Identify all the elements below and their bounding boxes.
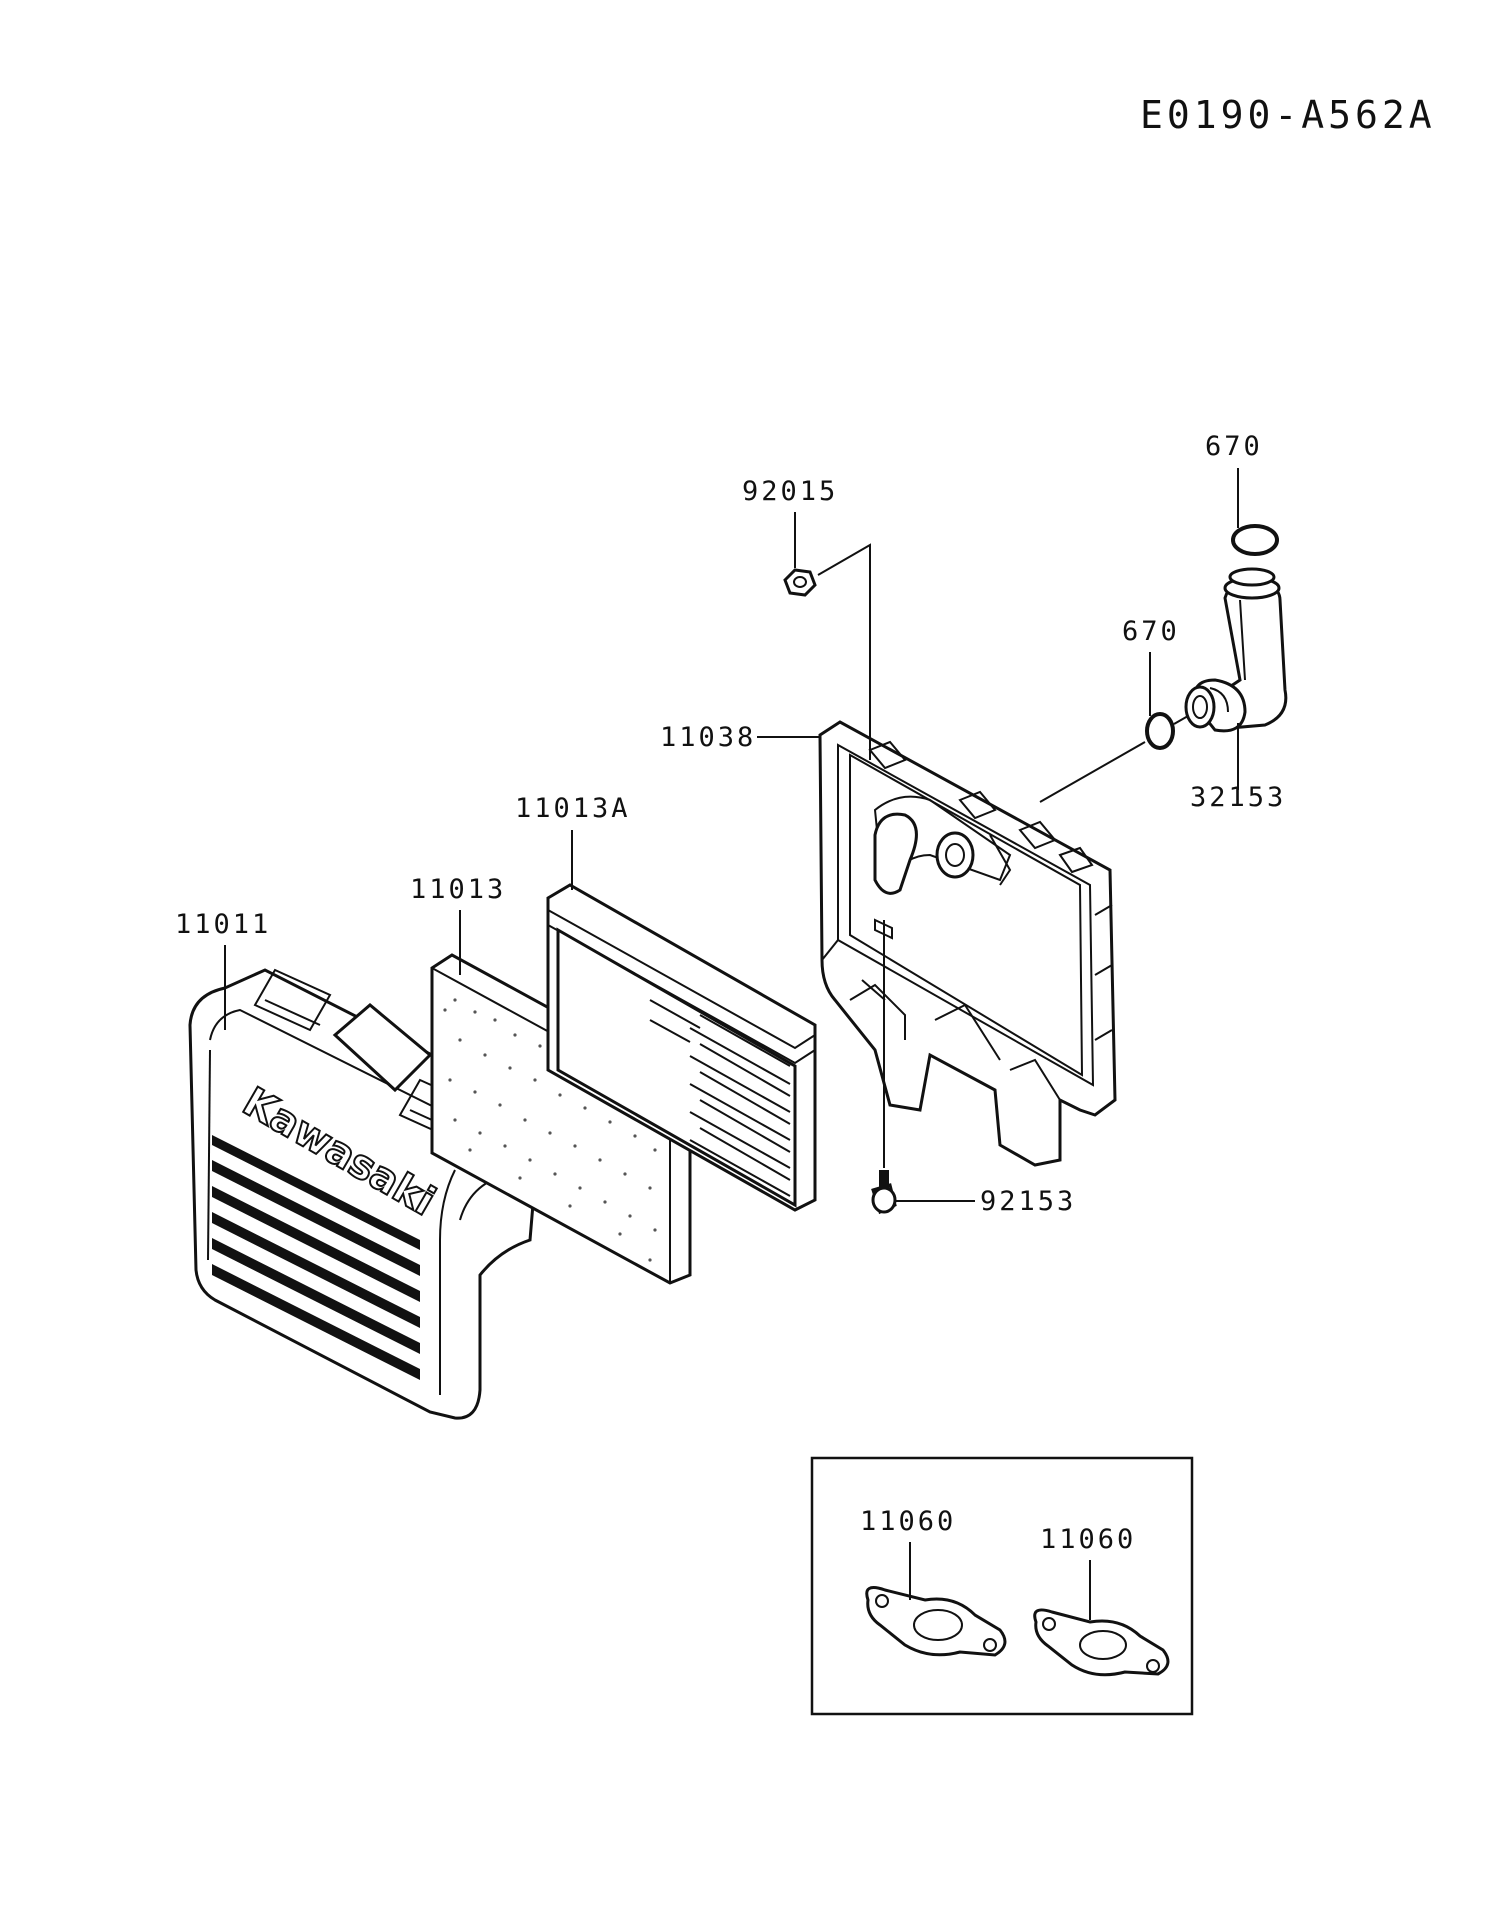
paper-filter-element: [546, 883, 817, 1212]
callout-92153: 92153: [980, 1186, 1076, 1217]
callout-92015: 92015: [742, 476, 838, 507]
callout-11060-right: 11060: [1040, 1524, 1136, 1555]
callout-670-top: 670: [1205, 431, 1263, 462]
leader-oring-to-base: [1039, 741, 1146, 803]
cover-grille: [212, 1135, 420, 1380]
callout-32153: 32153: [1190, 782, 1286, 813]
callout-11013: 11013: [410, 874, 506, 905]
o-ring-top: [1231, 524, 1279, 556]
callout-11013A: 11013A: [515, 793, 631, 824]
callout-11011: 11011: [175, 909, 271, 940]
callout-11060-left: 11060: [860, 1506, 956, 1537]
bolt-92153: [871, 1170, 897, 1215]
gasket-left: [865, 1586, 1007, 1657]
gasket-inset-box: [810, 1456, 1194, 1716]
diagram-code: E0190-A562A: [1140, 93, 1436, 137]
callout-670-mid: 670: [1122, 616, 1180, 647]
leader-92015-stud: [817, 543, 871, 760]
nut-92015: [783, 568, 817, 597]
gasket-right: [1033, 1608, 1170, 1677]
filter-pleats: [649, 999, 791, 1197]
elbow-pipe: [1184, 567, 1288, 733]
callout-11038: 11038: [660, 722, 756, 753]
leader-oring-to-elbow: [1173, 715, 1189, 725]
o-ring-middle: [1145, 712, 1175, 750]
air-cleaner-base: [818, 720, 1117, 1167]
